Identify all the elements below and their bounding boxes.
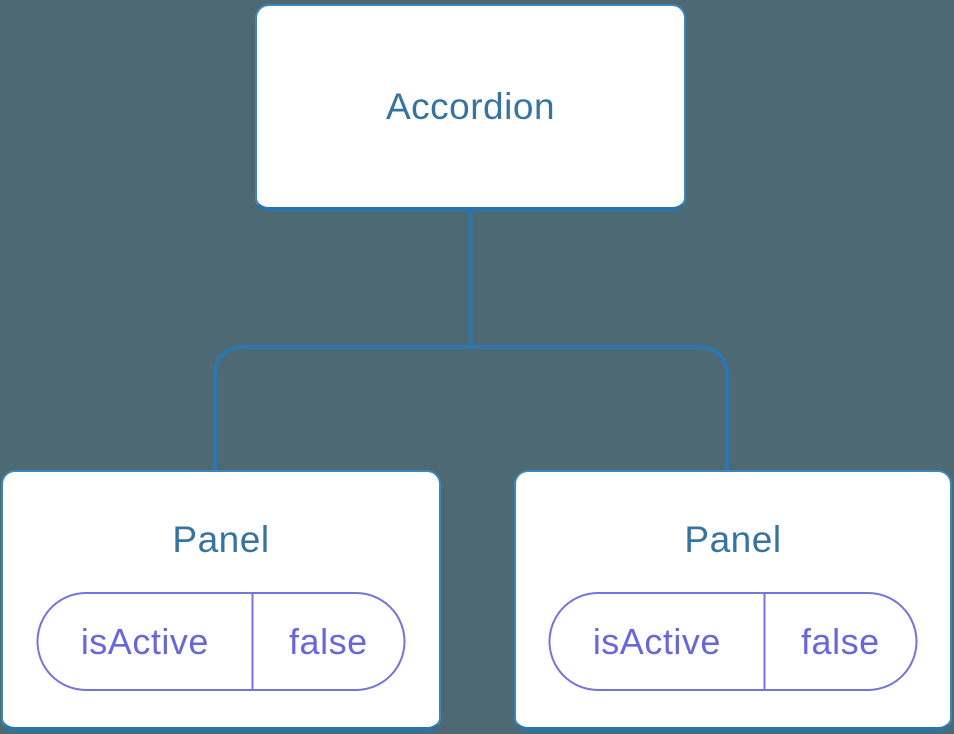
root-node-accordion: Accordion xyxy=(255,4,686,212)
panel-node-label: Panel xyxy=(172,519,270,560)
state-name: isActive xyxy=(39,594,254,689)
panel-node-1: Panel isActive false xyxy=(1,470,441,732)
state-pill: isActive false xyxy=(36,592,406,691)
root-node-label: Accordion xyxy=(385,86,556,127)
panel-node-label: Panel xyxy=(684,519,782,560)
panel-node-2: Panel isActive false xyxy=(514,470,952,732)
state-pill: isActive false xyxy=(548,592,918,691)
state-value: false xyxy=(801,620,880,662)
state-value: false xyxy=(289,620,368,662)
state-name: isActive xyxy=(551,594,766,689)
branch-bracket-line xyxy=(213,345,729,470)
